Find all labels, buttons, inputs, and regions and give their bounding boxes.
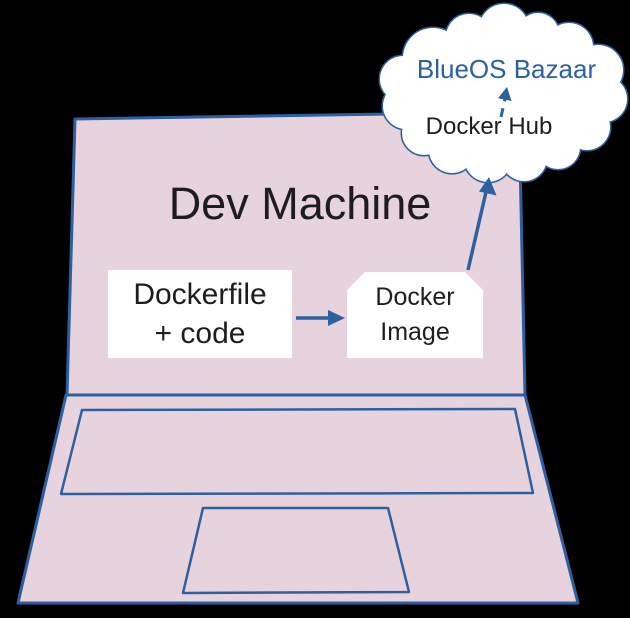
dockerfile-node-line1: Dockerfile [133,278,267,311]
docker-hub-label: Docker Hub [425,113,553,140]
arrow-dockerfile-to-image [296,310,345,326]
dockerfile-node-line2: + code [154,317,246,350]
laptop-touchpad [181,506,411,595]
dev-machine-title: Dev Machine [168,178,432,229]
docker-image-node-line1: Docker [375,283,455,311]
blueos-bazaar-label: BlueOS Bazaar [416,54,597,84]
arrow-image-to-dockerhub [466,177,497,271]
docker-image-node: Docker Image [347,272,483,358]
docker-image-node-line2: Image [380,318,450,346]
laptop-keyboard [59,407,535,496]
arrow-dockerhub-to-bazaar [498,87,512,118]
laptop-base [16,393,580,605]
dockerfile-node: Dockerfile + code [108,270,292,358]
